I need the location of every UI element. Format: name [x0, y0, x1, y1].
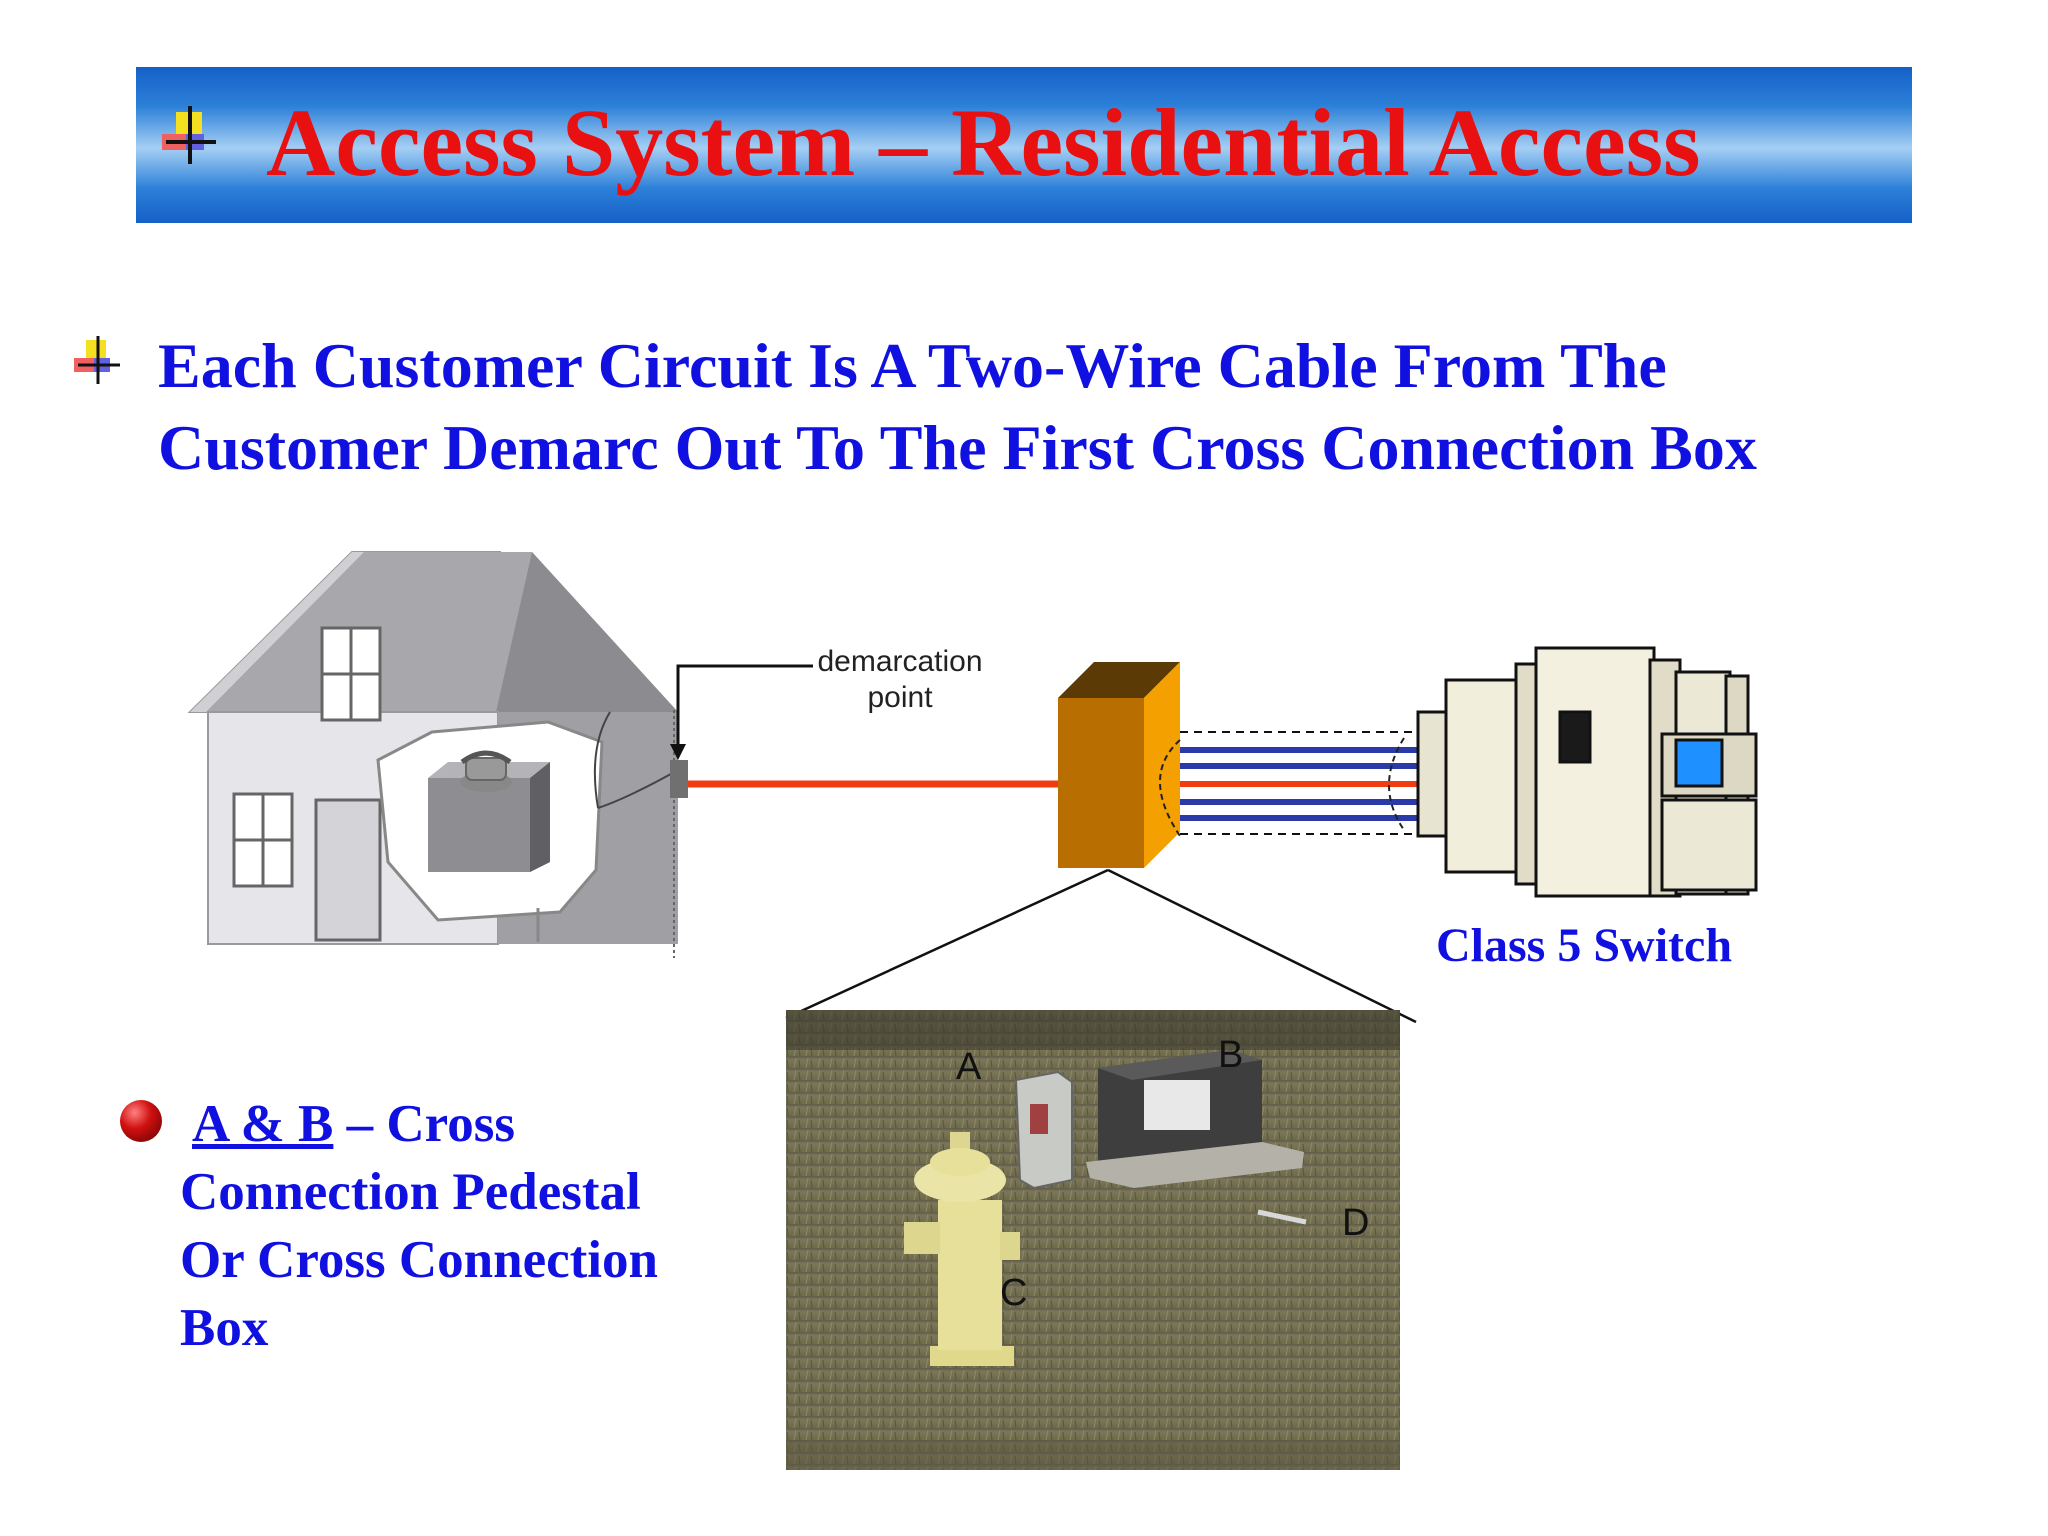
sub-bullet-text: A & B – Cross Connection Pedestal Or Cro…: [180, 1090, 740, 1362]
slide-title: Access System – Residential Access: [266, 89, 1701, 196]
sub-bullet-line-4: Box: [180, 1299, 269, 1357]
fire-hydrant-icon: [904, 1132, 1020, 1366]
demarc-box-icon: [670, 760, 688, 798]
sub-bullet-line-3: Or Cross Connection: [180, 1231, 659, 1289]
ab-label: A & B: [192, 1095, 334, 1153]
main-bullet-text: Each Customer Circuit Is A Two-Wire Cabl…: [158, 325, 1918, 489]
class-5-switch-label: Class 5 Switch: [1436, 919, 1733, 972]
sub-bullet-dot-icon: [120, 1100, 162, 1142]
sub-bullet-line-2: Connection Pedestal: [180, 1163, 641, 1221]
sub-bullet-line-1-rest: – Cross: [346, 1095, 515, 1153]
photo-label-c: C: [1000, 1272, 1028, 1314]
main-bullet-line-1: Each Customer Circuit Is A Two-Wire Cabl…: [158, 330, 1667, 401]
trunk-cable-icon: [1180, 731, 1420, 835]
main-bullet-line-2: Customer Demarc Out To The First Cross C…: [158, 412, 1757, 483]
title-bar: [136, 67, 1912, 223]
house-icon: [187, 551, 679, 945]
main-bullet-icon: [74, 336, 120, 384]
photo-label-b: B: [1218, 1034, 1244, 1076]
pedestal-photo: [786, 1010, 1400, 1470]
cross-connection-box-icon: [1058, 662, 1181, 868]
class-5-switch-icon: [1416, 646, 1758, 898]
demarc-label-line-2: point: [867, 681, 933, 714]
title-bullet-icon: [162, 106, 216, 164]
photo-label-d: D: [1342, 1202, 1370, 1244]
demarcation-point-label: demarcation point: [760, 644, 1040, 716]
demarc-label-line-1: demarcation: [817, 645, 983, 678]
photo-label-a: A: [956, 1046, 982, 1088]
